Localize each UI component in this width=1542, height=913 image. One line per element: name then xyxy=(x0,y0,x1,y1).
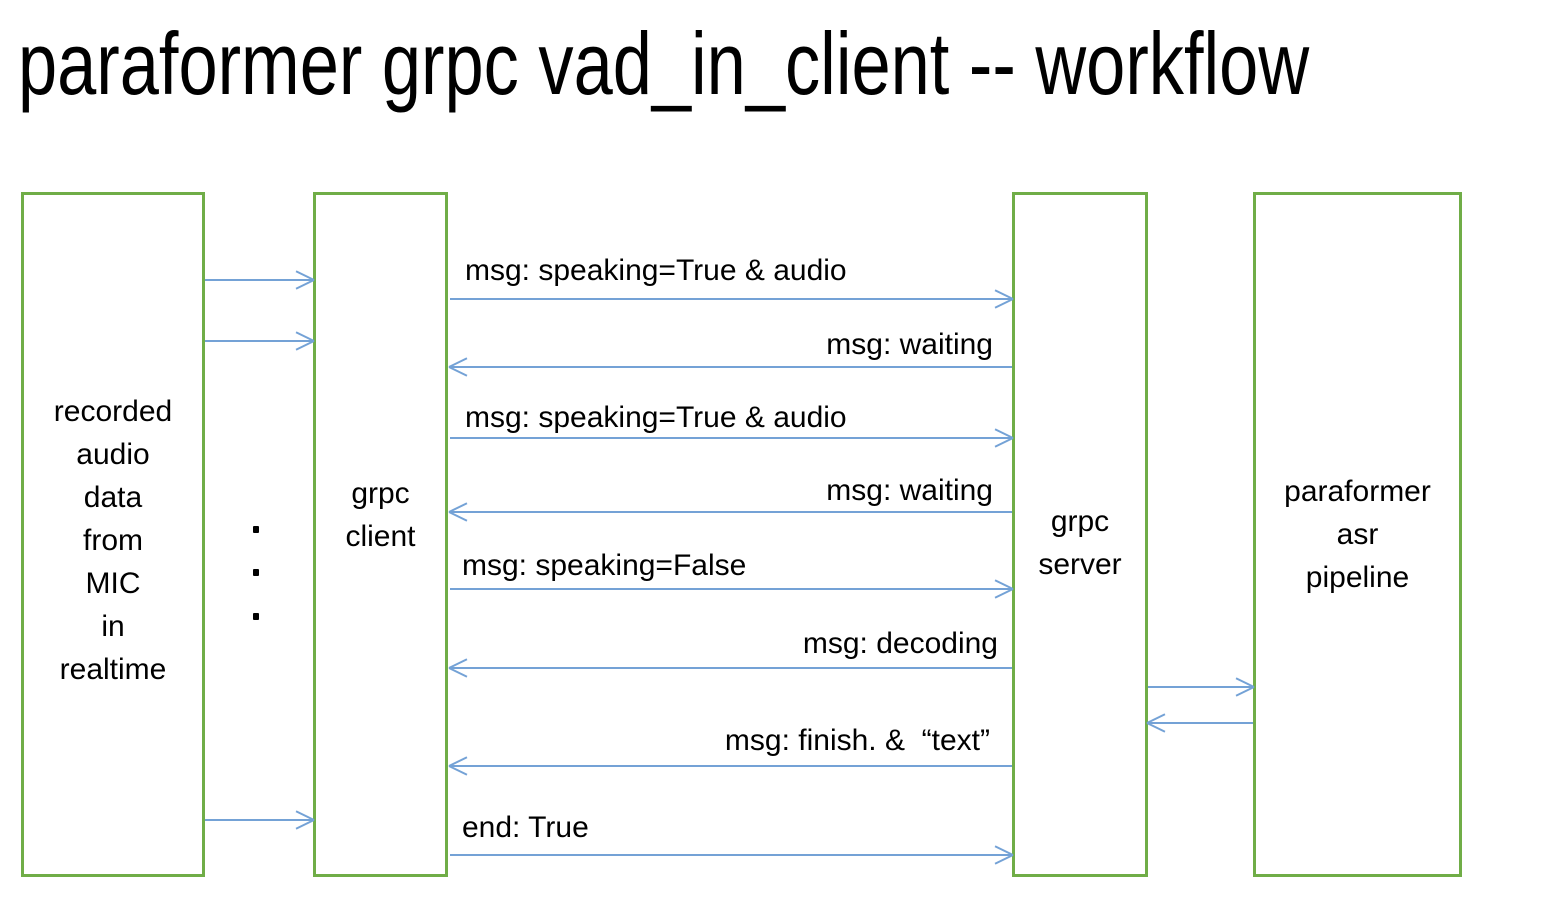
message-label-speaking-true-2: msg: speaking=True & audio xyxy=(465,401,847,434)
server-to-pipeline-arrow xyxy=(1148,686,1253,688)
arrow-decoding xyxy=(450,667,1012,669)
message-label-finish-text: msg: finish. & “text” xyxy=(724,724,990,757)
ellipsis-dot xyxy=(253,613,259,620)
grpc-client-box-line: grpc xyxy=(351,476,410,510)
mic-box-line: realtime xyxy=(59,653,167,686)
message-label-speaking-true-1: msg: speaking=True & audio xyxy=(465,254,847,287)
message-label-end-true: end: True xyxy=(462,811,589,844)
arrow-waiting-1 xyxy=(450,366,1012,368)
pipeline-to-server-arrow xyxy=(1148,722,1253,724)
grpc-server-box: grpc server xyxy=(1012,192,1148,877)
diagram-title: paraformer grpc vad_in_client -- workflo… xyxy=(18,14,1310,113)
message-label-speaking-false: msg: speaking=False xyxy=(462,549,747,582)
ellipsis-dot xyxy=(253,569,259,576)
ellipsis-dot xyxy=(253,526,259,533)
asr-pipeline-box-line: pipeline xyxy=(1305,561,1410,594)
arrow-waiting-2 xyxy=(450,511,1012,513)
asr-pipeline-box-line: paraformer xyxy=(1284,475,1431,508)
mic-audio-box: recorded audio data from MIC in realtime xyxy=(21,192,205,877)
mic-box-line: data xyxy=(83,481,143,514)
message-label-waiting-2: msg: waiting xyxy=(826,474,993,507)
mic-box-line: audio xyxy=(76,438,150,471)
grpc-server-box-line: server xyxy=(1038,547,1122,581)
grpc-server-box-line: grpc xyxy=(1050,504,1110,538)
grpc-client-box: grpc client xyxy=(313,192,448,877)
grpc-client-box-line: client xyxy=(345,519,416,553)
mic-to-client-arrow xyxy=(205,279,313,281)
mic-to-client-arrow xyxy=(205,819,313,821)
arrow-end-true xyxy=(450,854,1012,856)
mic-box-line: recorded xyxy=(53,395,173,428)
mic-to-client-arrow xyxy=(205,340,313,342)
mic-box-line: MIC xyxy=(85,567,141,600)
mic-box-line: from xyxy=(83,524,143,557)
arrow-speaking-true-1 xyxy=(450,298,1012,300)
arrow-finish-text xyxy=(450,765,1012,767)
asr-pipeline-box-line: asr xyxy=(1336,518,1379,551)
message-label-decoding: msg: decoding xyxy=(802,627,998,660)
asr-pipeline-box: paraformer asr pipeline xyxy=(1253,192,1462,877)
message-label-waiting-1: msg: waiting xyxy=(826,328,993,361)
arrow-speaking-false xyxy=(450,588,1012,590)
arrow-speaking-true-2 xyxy=(450,437,1012,439)
mic-box-line: in xyxy=(101,610,125,643)
